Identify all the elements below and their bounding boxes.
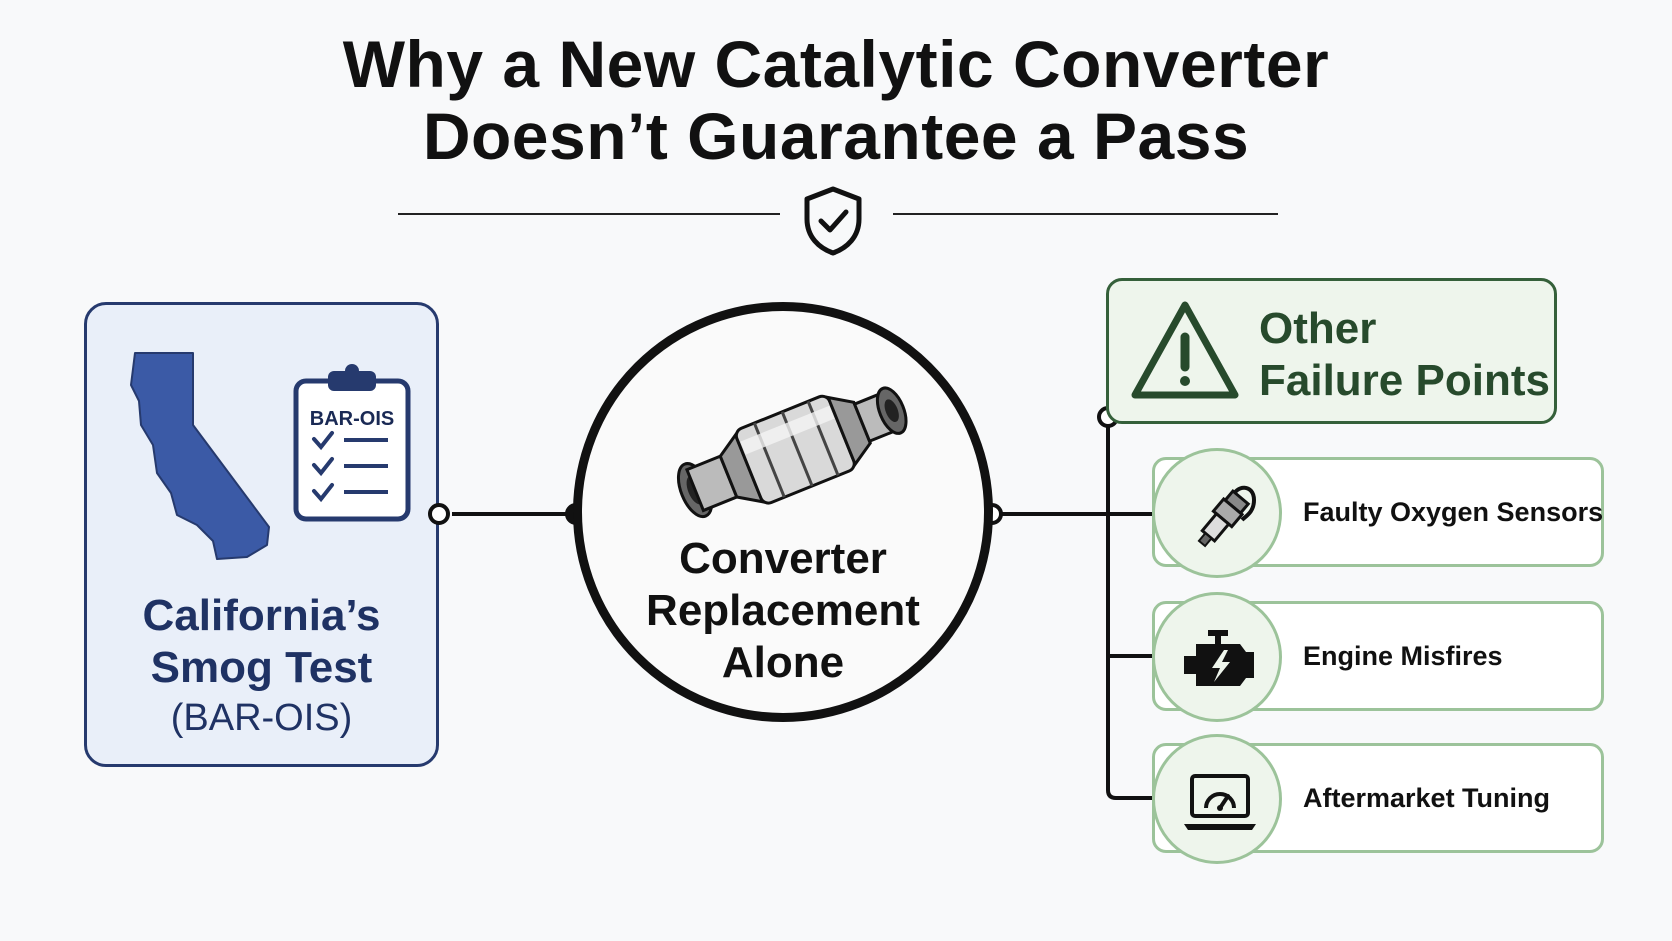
left-caption: California’s Smog Test (BAR-OIS)	[87, 590, 436, 742]
other-title: Other Failure Points	[1259, 303, 1550, 407]
left-node-dot	[428, 503, 450, 525]
shield-check-icon	[804, 186, 862, 256]
failure-item-aftermarket-tuning: Aftermarket Tuning	[1152, 734, 1604, 864]
engine-icon	[1184, 630, 1254, 686]
other-failure-points-card: Other Failure Points	[1106, 278, 1557, 424]
other-title-line-2: Failure Points	[1259, 356, 1550, 405]
page-title: Why a New Catalytic Converter Doesn’t Gu…	[0, 28, 1672, 172]
title-divider-left	[398, 213, 780, 215]
failure-item-oxygen-sensors: Faulty Oxygen Sensors	[1152, 448, 1604, 578]
title-line-1: Why a New Catalytic Converter	[342, 27, 1330, 101]
california-smog-test-card: BAR-OIS California’s Smog Test (BAR-OIS)	[84, 302, 439, 767]
title-line-2: Doesn’t Guarantee a Pass	[422, 99, 1250, 173]
center-caption: Converter Replacement Alone	[582, 533, 984, 689]
center-caption-line-2: Replacement	[646, 586, 920, 635]
item-icon-badge	[1152, 734, 1282, 864]
failure-item-label: Faulty Oxygen Sensors	[1303, 497, 1604, 527]
clipboard-checklist-icon	[293, 364, 411, 522]
failure-item-label: Engine Misfires	[1303, 641, 1503, 671]
catalytic-converter-icon	[676, 386, 908, 519]
oxygen-sensor-icon	[1197, 485, 1257, 548]
warning-triangle-icon	[1131, 301, 1239, 399]
left-caption-line-2: Smog Test	[150, 643, 373, 692]
left-caption-line-3: (BAR-OIS)	[170, 697, 353, 739]
item-icon-badge	[1152, 448, 1282, 578]
clipboard-label: BAR-OIS	[309, 408, 395, 430]
converter-replacement-circle: Converter Replacement Alone	[573, 302, 993, 722]
item-icon-badge	[1152, 592, 1282, 722]
failure-item-engine-misfires: Engine Misfires	[1152, 592, 1604, 722]
left-caption-line-1: California’s	[142, 591, 381, 640]
california-map-icon	[130, 352, 270, 560]
laptop-gauge-icon	[1184, 774, 1256, 830]
other-title-line-1: Other	[1259, 304, 1377, 353]
failure-item-label: Aftermarket Tuning	[1303, 783, 1551, 813]
title-divider-right	[893, 213, 1278, 215]
center-caption-line-1: Converter	[679, 534, 887, 583]
center-caption-line-3: Alone	[721, 638, 845, 687]
